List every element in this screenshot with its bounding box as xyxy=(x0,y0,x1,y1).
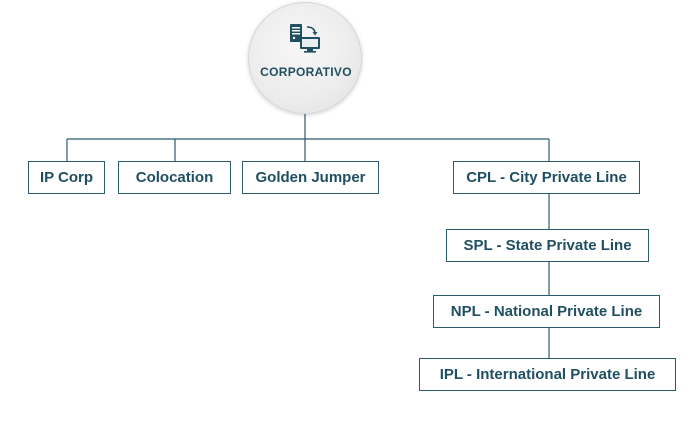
node-colocation[interactable]: Colocation xyxy=(118,161,231,194)
root-node[interactable]: CORPORATIVO xyxy=(248,2,362,114)
node-ipl-international-private-line[interactable]: IPL - International Private Line xyxy=(419,358,676,391)
node-golden-jumper[interactable]: Golden Jumper xyxy=(242,161,379,194)
node-npl-national-private-line[interactable]: NPL - National Private Line xyxy=(433,295,660,328)
node-ip-corp[interactable]: IP Corp xyxy=(28,161,105,194)
root-label: CORPORATIVO xyxy=(260,65,352,79)
server-monitor-sync-icon xyxy=(290,24,320,53)
node-spl-state-private-line[interactable]: SPL - State Private Line xyxy=(446,229,649,262)
node-cpl-city-private-line[interactable]: CPL - City Private Line xyxy=(453,161,640,194)
